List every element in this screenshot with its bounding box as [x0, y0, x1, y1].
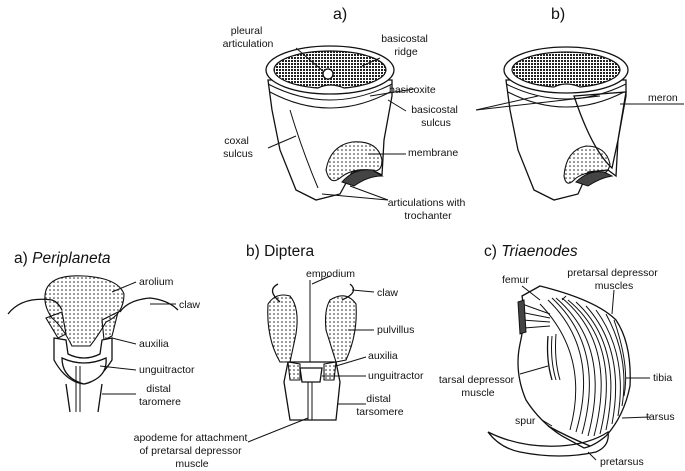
label-apodeme: apodeme for attachment of pretarsal depr…	[134, 432, 251, 470]
label-tarsal-depressor-muscle: tarsal depressor muscle	[439, 374, 517, 399]
periplaneta-auxilia-left	[45, 311, 67, 339]
periplaneta-figure: a) Periplaneta arolium claw auxilia ungu…	[7, 250, 200, 413]
periplaneta-auxilia-right	[101, 310, 119, 341]
title-diptera: b) Diptera	[246, 243, 314, 260]
label-distal-tarsomere: distal tarsomere	[356, 393, 403, 418]
label-pretarsal-depressor-muscles: pretarsal depressor muscles	[567, 267, 660, 292]
label-tarsus: tarsus	[646, 411, 675, 423]
panel-label-coxa-a: a)	[333, 6, 347, 23]
coxa-a-lower-sulcus-line	[269, 91, 391, 109]
coxa-b-figure: b) meron	[475, 6, 684, 201]
triaenodes-spur	[547, 425, 591, 447]
label-pleural-articulation: pleural articulation	[223, 25, 274, 50]
label-spur: spur	[515, 415, 536, 427]
title-triaenodes: c) Triaenodes	[484, 243, 578, 260]
coxa-a-membrane	[325, 141, 383, 182]
coxa-a-pleural-articulation	[322, 68, 334, 80]
label-arolium: arolium	[139, 276, 174, 288]
diptera-pulvillus-left	[267, 294, 298, 363]
coxa-a-articulation-shading	[341, 169, 384, 187]
label-basicoxite: basicoxite	[389, 84, 436, 96]
label-coxal-sulcus: coxal sulcus	[223, 135, 253, 160]
coxa-b-hatched-opening	[511, 51, 621, 88]
label-basicostal-ridge: basicostal ridge	[381, 33, 431, 58]
coxa-a-figure: a) pleural articulation basicostal ridge	[223, 6, 469, 222]
label-articulations-trochanter: articulations with trochanter	[388, 197, 469, 222]
label-tibia: tibia	[653, 372, 672, 384]
label-auxilia-diptera: auxilia	[368, 350, 398, 362]
triaenodes-pretarsus	[487, 430, 609, 457]
label-empodium: empodium	[306, 268, 355, 280]
label-pulvillus: pulvillus	[377, 324, 414, 336]
label-membrane: membrane	[408, 147, 458, 159]
label-meron: meron	[648, 92, 678, 104]
label-femur: femur	[502, 274, 529, 286]
diptera-figure: b) Diptera empodium claw pulvillus auxil…	[134, 243, 424, 470]
title-periplaneta: a) Periplaneta	[14, 250, 111, 267]
coxa-b-articulation-shading	[575, 171, 614, 187]
label-auxilia-periplaneta: auxilia	[139, 338, 169, 350]
coxa-b-membrane	[563, 145, 611, 184]
triaenodes-figure: c) Triaenodes	[439, 243, 675, 468]
periplaneta-claw-right	[119, 297, 179, 313]
diptera-pulvillus-right	[324, 295, 357, 363]
label-claw-periplaneta: claw	[179, 299, 200, 311]
triaenodes-pretarsal-muscles	[539, 297, 627, 437]
label-basicostal-sulcus: basicostal sulcus	[411, 104, 461, 129]
label-distal-taromere: distal taromere	[139, 383, 181, 408]
label-unguitractor-diptera: unguitractor	[368, 370, 424, 382]
triaenodes-tarsal-depressor	[546, 335, 553, 381]
coxa-a-coxal-sulcus-line	[289, 109, 319, 189]
coxa-b-lower-sulcus-line	[507, 91, 625, 108]
periplaneta-unguitractor	[61, 356, 107, 385]
diptera-unguitractor	[299, 367, 323, 383]
label-claw-diptera: claw	[377, 287, 398, 299]
coxa-a-basicostal-sulcus-line	[267, 83, 393, 101]
label-pretarsus: pretarsus	[600, 456, 644, 468]
periplaneta-distal-taromere	[65, 383, 103, 413]
label-unguitractor-periplaneta: unguitractor	[139, 364, 195, 376]
coxa-b-basicostal-sulcus-line	[505, 83, 627, 100]
panel-label-coxa-b: b)	[551, 6, 565, 23]
